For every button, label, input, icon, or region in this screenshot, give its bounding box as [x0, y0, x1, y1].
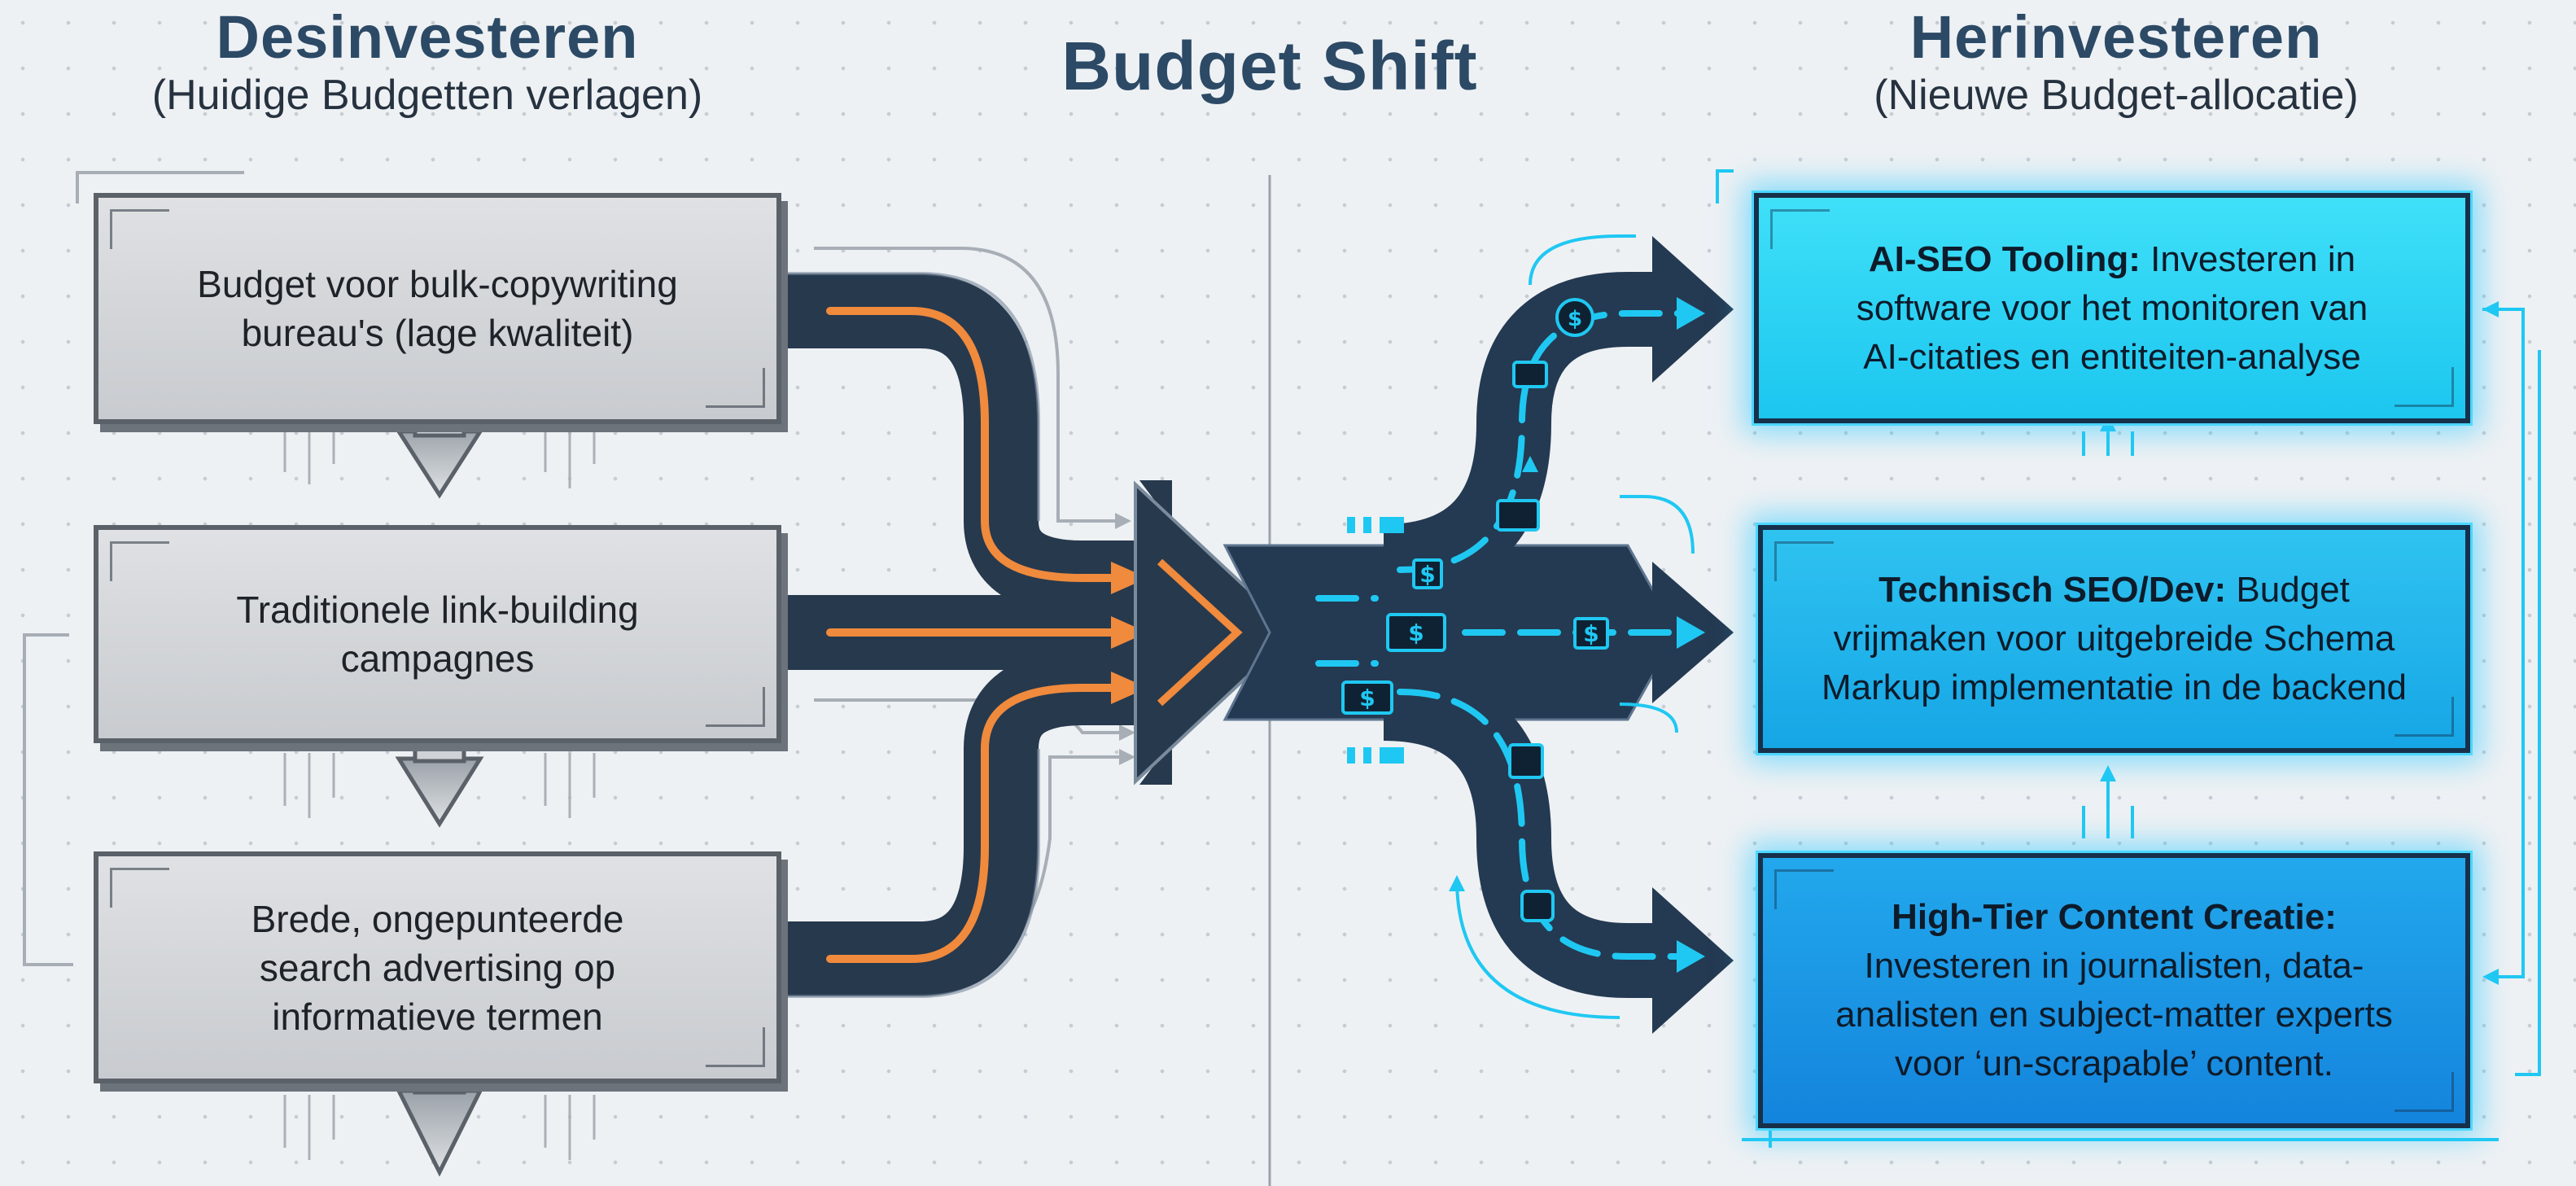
divest-item-line: informatieve termen — [272, 995, 603, 1038]
divest-item-line: Brede, ongepunteerde — [251, 897, 624, 940]
banknote-icon — [1341, 558, 1609, 715]
divest-item-bulk-copywriting: Budget voor bulk-copywriting bureau's (l… — [94, 193, 781, 424]
divest-item-line: bureau's (lage kwaliteit) — [241, 312, 634, 354]
reinvest-item-line: Investeren in — [2150, 239, 2356, 279]
down-arrow-3 — [395, 1088, 484, 1177]
left-column-subtitle: (Huidige Budgetten verlagen) — [151, 72, 703, 119]
cyan-flow-arrowheads — [1677, 297, 1705, 973]
svg-text:$: $ — [1419, 561, 1435, 588]
divest-item-search-advertising: Brede, ongepunteerde search advertising … — [94, 851, 781, 1083]
divest-item-line: search advertising op — [259, 946, 616, 989]
dollar-glyphs: $ $ $ $ — [1359, 561, 1599, 711]
center-title: Budget Shift — [1061, 28, 1478, 104]
down-arrows — [395, 425, 484, 1177]
coin-stack-icon — [1508, 743, 1555, 922]
reinvest-item-heading: AI-SEO Tooling: — [1868, 239, 2141, 279]
reinvest-item-ai-seo-tooling: AI-SEO Tooling: Investeren in software v… — [1754, 193, 2470, 423]
reinvest-item-line: Markup implementatie in de backend — [1821, 667, 2408, 707]
svg-text:$: $ — [1568, 307, 1582, 331]
reinvest-item-heading: Technisch SEO/Dev: — [1878, 570, 2227, 610]
reinvest-item-line: Budget — [2236, 570, 2350, 610]
reinvest-item-heading: High-Tier Content Creatie: — [1892, 897, 2337, 937]
cyan-bars — [1347, 517, 1404, 764]
orange-flow-arrowheads — [1111, 562, 1148, 704]
svg-text:$: $ — [1359, 685, 1375, 711]
reinvest-item-line: software voor het monitoren van — [1856, 287, 2368, 328]
merge-channels-edge — [781, 272, 1040, 998]
orange-flow-lines — [826, 307, 1119, 963]
left-connector-arrowheads — [1115, 513, 1135, 765]
right-column-heading: Herinvesteren (Nieuwe Budget-allocatie) — [1725, 5, 2507, 120]
svg-text:$: $ — [1408, 619, 1424, 646]
right-connector-arrowheads — [1449, 301, 2499, 985]
reinvest-item-line: analisten en subject-matter experts — [1835, 995, 2393, 1035]
reinvest-item-line: AI-citaties en entiteiten-analyse — [1863, 336, 2361, 377]
divest-item-line: campagnes — [340, 637, 535, 680]
reinvest-item-line: voor ‘un-scrapable’ content. — [1895, 1044, 2333, 1083]
reinvest-item-content-creation: High-Tier Content Creatie: Investeren in… — [1758, 853, 2470, 1128]
right-column-title: Herinvesteren — [1909, 3, 2323, 71]
left-column-heading: Desinvesteren (Huidige Budgetten verlage… — [49, 5, 806, 120]
right-column-subtitle: (Nieuwe Budget-allocatie) — [1874, 72, 2359, 119]
divest-item-link-building: Traditionele link-building campagnes — [94, 525, 781, 743]
divest-item-line: Traditionele link-building — [236, 589, 639, 631]
right-connector-lines — [1455, 169, 2541, 1148]
dollar-coin-icon — [1496, 298, 1594, 532]
left-column-title: Desinvesteren — [216, 3, 639, 71]
reinvest-item-line: Investeren in journalisten, data- — [1864, 946, 2364, 986]
svg-text:$: $ — [1583, 620, 1599, 647]
down-arrow-2 — [395, 756, 484, 828]
fade-lines — [283, 423, 596, 1160]
down-arrow-1 — [395, 425, 484, 499]
divest-item-line: Budget voor bulk-copywriting — [197, 263, 678, 305]
reinvest-item-line: vrijmaken voor uitgebreide Schema — [1833, 619, 2395, 659]
reinvest-item-technical-seo: Technisch SEO/Dev: Budget vrijmaken voor… — [1758, 525, 2470, 753]
